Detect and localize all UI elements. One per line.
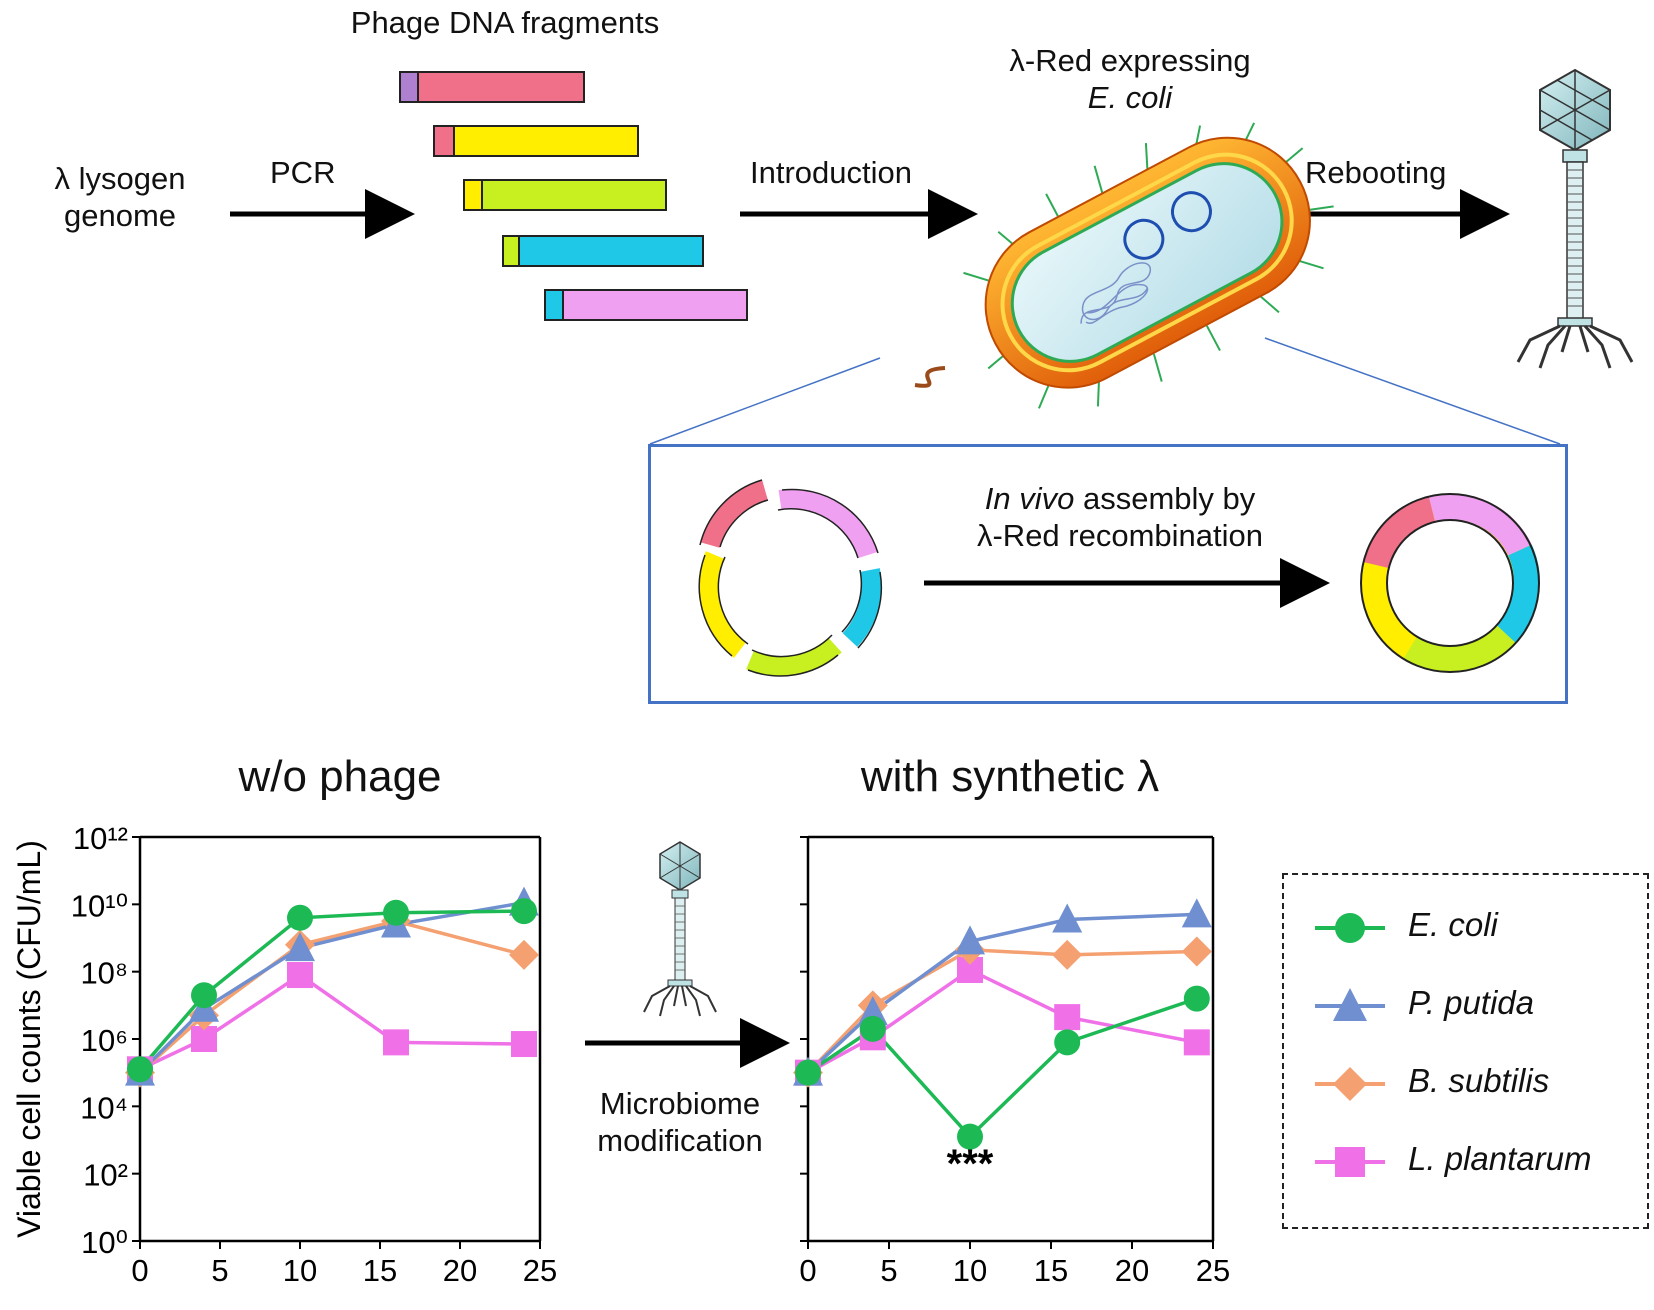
chart1-y-tick-label: 10¹² [73,821,128,856]
chart1-point [383,899,409,926]
chart2-x-tick-label: 25 [1196,1253,1230,1288]
chart2-point [1054,1004,1081,1031]
dna-fragment-2 [433,125,639,157]
assembly-label-italic: In vivo [984,481,1075,516]
chart2-point [1054,1029,1081,1056]
ecoli-cell [914,122,1334,409]
chart1-x-tick-label: 25 [523,1253,557,1288]
chart2-point [1181,898,1212,928]
chart2-x-tick-label: 5 [880,1253,897,1288]
chart2-x-tick-label: 15 [1034,1253,1068,1288]
legend-marker-icon [1333,988,1367,1021]
legend-label-bsubtilis: B. subtilis [1408,1062,1550,1099]
host-label-line1: λ-Red expressing [1009,43,1251,78]
chart1-x-tick-label: 10 [283,1253,317,1288]
chart2-annotation: *** [947,1142,994,1186]
microbiome-label-line1: Microbiome [599,1086,761,1121]
legend-marker-icon [1335,1147,1365,1177]
pcr-label: PCR [270,155,336,190]
dna-fragments [399,71,748,321]
chart2-point [857,996,888,1026]
fragments-label: Phage DNA fragments [350,5,660,40]
chart1-x-tick-label: 20 [443,1253,477,1288]
chart1-x-tick-label: 15 [363,1253,397,1288]
chart2-point [955,925,985,955]
assembly-label-line1: In vivo assembly by [930,480,1310,517]
dna-fragment-1 [399,71,585,103]
legend-markers [1315,913,1385,1177]
legend-label-pputida: P. putida [1408,984,1535,1021]
chart2-point [795,1059,821,1086]
phage-icon [1516,68,1634,369]
chart2-point [1183,1029,1210,1056]
rebooting-label: Rebooting [1305,155,1447,190]
assembly-graphics [698,479,1540,677]
source-label: λ lysogen genome [30,160,210,234]
middle-graphics [585,841,790,1068]
small-phage-icon [643,841,717,1017]
chart1-title: w/o phage [238,752,442,801]
chart1-point [511,898,537,925]
chart2-svg: 0 5 10 15 20 25 *** [793,835,1230,1288]
chart1-y-axis-label: Viable cell counts (CFU/mL) [11,840,47,1238]
assembled-ring [1360,493,1540,673]
top-diagram-graphics [230,68,1634,445]
host-label-line2: E. coli [1087,80,1173,116]
chart1-point [509,939,539,970]
dna-fragment-3 [463,179,667,211]
microbiome-label-line2: modification [597,1123,763,1159]
chart1-point [127,1056,153,1083]
source-label-line1: λ lysogen [54,161,186,196]
chart2-point [1052,903,1083,933]
dna-fragment-4 [502,235,704,267]
assembly-label-rest: assembly by [1074,481,1256,516]
chart2-point [1052,939,1083,970]
chart1-point [383,1029,409,1056]
legend-label-ecoli: E. coli [1408,906,1498,943]
linear-fragments-outline [698,479,883,677]
chart2-x-tick-label: 20 [1115,1253,1149,1288]
assembly-label-line2: λ-Red recombination [976,518,1264,554]
legend-marker-icon [1335,913,1365,943]
host-label: λ-Red expressing E. coli [960,42,1300,116]
chart2-x-tick-label: 10 [953,1253,987,1288]
zoom-line-right [1264,337,1561,445]
source-label-line2: genome [63,198,177,234]
chart1-y-tick-label: 10² [83,1158,128,1193]
chart1-point [511,1031,537,1058]
chart1-point [285,932,315,962]
chart2-title: with synthetic λ [860,752,1160,801]
chart1-y-tick-label: 10⁸ [80,956,128,991]
chart1-y-tick-label: 10⁶ [81,1023,128,1058]
chart1-point [191,982,217,1009]
chart1-svg: 10⁰ 10² 10⁴ 10⁶ 10⁸ 10¹⁰ 10¹² 0 5 10 15 20 25 Viable … [11,821,557,1288]
chart2-x-tick-label: 0 [799,1253,816,1288]
legend [1282,873,1649,1229]
linear-fragments [698,480,882,677]
chart1-y-tick-label: 10⁴ [80,1090,128,1125]
legend-label-lplantarum: L. plantarum [1408,1140,1592,1177]
chart1-x-tick-label: 0 [131,1253,148,1288]
zoom-line-left [649,357,881,445]
dna-fragment-5 [544,289,748,321]
assembly-label: In vivo assembly by λ-Red recombination [930,480,1310,554]
assembly-inset [648,444,1568,704]
chart1-point [287,962,313,989]
chart1-y-tick-label: 10¹⁰ [71,888,128,923]
chart1-x-tick-label: 5 [211,1253,228,1288]
microbiome-label: Microbiome modification [570,1085,790,1159]
chart2-point [859,1015,886,1042]
introduction-label: Introduction [750,155,912,190]
chart2-point [1181,936,1212,967]
chart1-point [287,904,313,931]
chart2-point [957,1123,983,1150]
chart1-y-tick-label: 10⁰ [81,1225,128,1260]
chart2-point [1183,985,1210,1012]
legend-marker-icon [1333,1067,1367,1101]
